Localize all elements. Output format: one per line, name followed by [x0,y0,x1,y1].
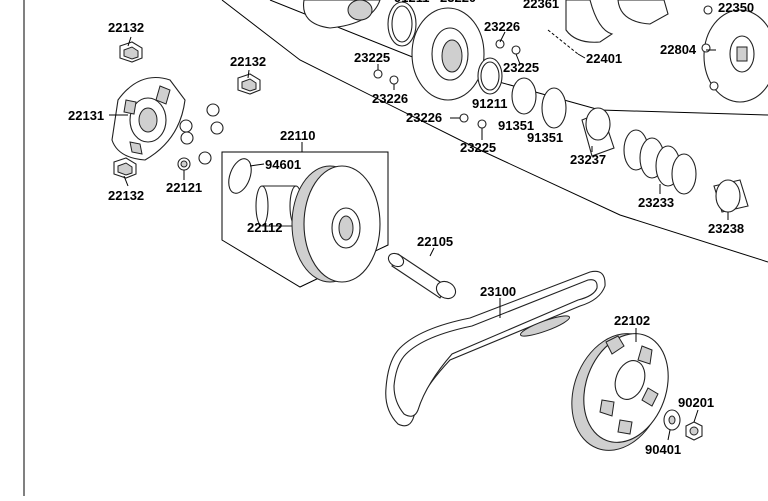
ramp-plate [111,76,186,161]
driven-face [411,7,485,101]
label-22112: 22112 [247,220,282,235]
clutch-shoe [565,0,669,43]
washer [663,409,681,431]
label-22401: 22401 [586,51,622,66]
group-outline-lower [221,0,768,263]
label-23233: 23233 [638,195,674,210]
slider-piece-top [119,41,143,63]
label-90201: 90201 [678,395,714,410]
label-91211: 91211 [472,96,507,111]
label-23220-top: 23220 [440,0,476,5]
label-23226-a: 23226 [484,19,520,34]
label-22102: 22102 [614,313,650,328]
leader-90201 [693,409,699,423]
guide-collar [581,107,615,157]
label-94601: 94601 [265,157,301,172]
label-22132-bot: 22132 [108,188,144,203]
bushing-22105 [387,252,457,300]
label-23226-b: 23226 [372,91,408,106]
label-91211-top: 91211 [394,0,429,5]
leader-94601 [249,163,265,167]
slider-piece-bottom [113,157,137,179]
leader-22132-mid [247,69,250,79]
label-23226-c: 23226 [406,110,442,125]
clutch-outer [302,0,381,29]
label-22121: 22121 [166,180,202,195]
leader-22401 [577,53,586,59]
leader-23226-a [499,31,506,43]
compression-spring [623,129,697,195]
o-ring [228,158,252,194]
leader-22105 [429,247,435,257]
label-22361: 22361 [523,0,559,11]
label-22350: 22350 [718,0,754,15]
label-23238: 23238 [708,221,744,236]
label-91351-a: 91351 [498,118,534,133]
leader-22132-bot [123,175,129,187]
label-90401: 90401 [645,442,681,457]
label-91351-b: 91351 [527,130,563,145]
label-22105: 22105 [417,234,453,249]
ring-top [387,1,417,47]
seal-rings [477,57,567,129]
label-23225-a: 23225 [503,60,539,75]
slider-piece-mid [237,73,261,95]
movable-drive-face [291,165,381,283]
label-23100: 23100 [480,284,516,299]
leader-22112 [275,225,281,233]
fan-pulley [571,333,669,451]
label-22132-mid: 22132 [230,54,266,69]
drive-belt [385,270,606,427]
weight-rollers [177,103,224,171]
leader-22132-top [127,36,132,47]
hub-plate [701,5,768,103]
label-22132-top: 22132 [108,20,144,35]
label-23237: 23237 [570,152,606,167]
small-pins [373,39,521,129]
label-22110: 22110 [280,128,315,143]
label-22131: 22131 [68,108,104,123]
spring-pin [547,29,579,55]
group-outline-upper [269,0,768,116]
leader-90401 [667,429,671,441]
label-23225-b: 23225 [354,50,390,65]
leader-23225-a [515,53,521,65]
spring-collar [713,179,749,213]
nut [685,421,703,441]
label-23225-c: 23225 [460,140,496,155]
label-22804: 22804 [660,42,697,57]
